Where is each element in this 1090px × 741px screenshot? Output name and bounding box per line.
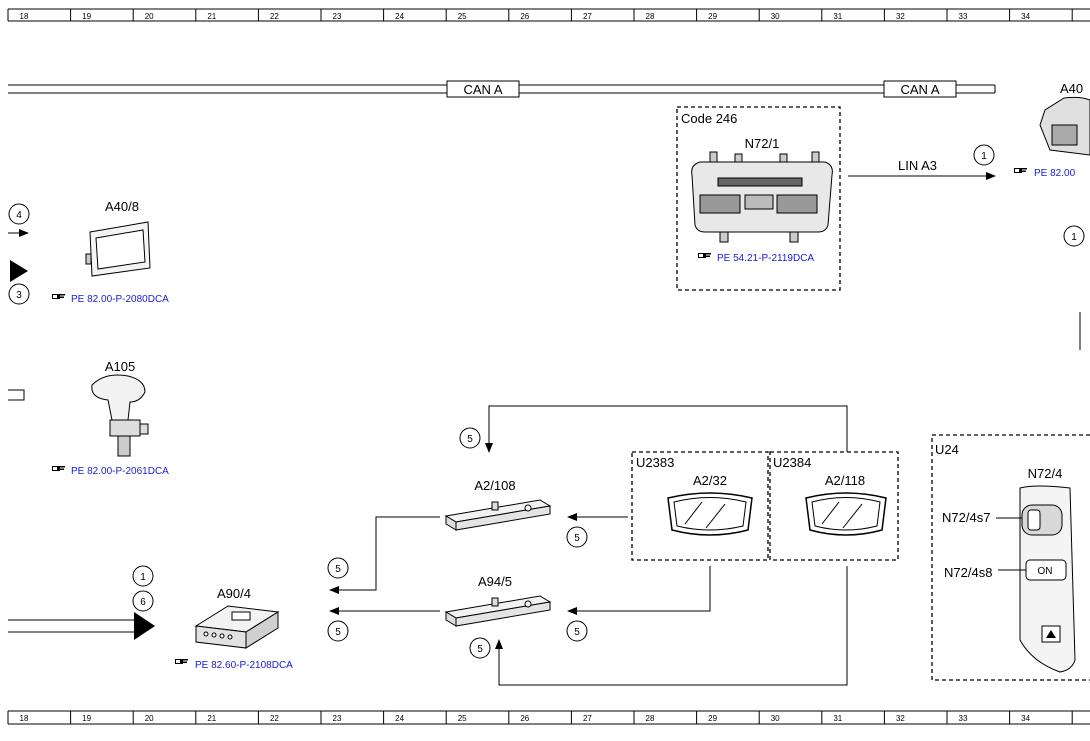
a2-118-windshield-image xyxy=(805,492,887,536)
n72-4s7-label: N72/4s7 xyxy=(942,510,990,525)
a2-118-label: A2/118 xyxy=(825,473,865,488)
top-ruler-column-24: 24 xyxy=(395,12,404,21)
a94-5-label: A94/5 xyxy=(478,574,512,589)
a2-32-label: A2/32 xyxy=(693,473,727,488)
top-ruler-column-30: 30 xyxy=(771,12,780,21)
bottom-ruler-column-23: 23 xyxy=(333,714,342,723)
bottom-ruler-column-32: 32 xyxy=(896,714,905,723)
connector-1-lin: 1 xyxy=(981,151,987,162)
a90-4-module-image xyxy=(194,605,280,649)
n72-1-reference[interactable]: PE 54.21-P-2119DCA xyxy=(717,253,814,264)
can-a-bus: CAN A CAN A xyxy=(8,80,996,98)
bottom-ruler-column-29: 29 xyxy=(708,714,717,723)
n72-4-on-text: ON xyxy=(1038,566,1053,577)
top-ruler-column-21: 21 xyxy=(207,12,216,21)
top-ruler-column-27: 27 xyxy=(583,12,592,21)
n72-4-switch-panel-image: ON xyxy=(1019,485,1076,673)
connector-1-a90: 1 xyxy=(140,572,146,583)
bottom-ruler-column-24: 24 xyxy=(395,714,404,723)
connector-6: 6 xyxy=(140,597,146,608)
bottom-ruler-column-28: 28 xyxy=(646,714,655,723)
top-ruler-column-18: 18 xyxy=(20,12,29,21)
top-ruler-column-26: 26 xyxy=(520,12,529,21)
top-ruler: 18 19 20 21 22 23 24 25 26 27 28 29 30 31 32 33 34 xyxy=(7,8,1090,22)
n72-4s8-label: N72/4s8 xyxy=(944,565,992,580)
top-ruler-column-20: 20 xyxy=(145,12,154,21)
n72-4-label: N72/4 xyxy=(1028,466,1063,481)
top-ruler-column-33: 33 xyxy=(959,12,968,21)
can-a-label-left: CAN A xyxy=(463,82,502,97)
a2-108-label: A2/108 xyxy=(474,478,515,493)
bottom-ruler-column-20: 20 xyxy=(145,714,154,723)
connector-5-lower-left: 5 xyxy=(335,627,341,638)
a2-108-module-image xyxy=(444,499,552,531)
a40-label: A40 xyxy=(1060,81,1083,96)
bottom-ruler-column-27: 27 xyxy=(583,714,592,723)
a40-partial: A40 PE 82.00 1 xyxy=(1014,81,1090,247)
connector-5-top: 5 xyxy=(467,434,473,445)
bottom-ruler-column-21: 21 xyxy=(207,714,216,723)
left-bus-arrow: 1 6 xyxy=(8,565,155,640)
a40-8-component: A40/8 PE 82.00-P-2080DCA xyxy=(52,199,169,305)
can-a-label-right: CAN A xyxy=(900,82,939,97)
antenna-connections: 5 5 5 5 5 5 xyxy=(327,405,848,686)
top-ruler-column-23: 23 xyxy=(333,12,342,21)
connector-3: 3 xyxy=(16,290,22,301)
top-ruler-column-28: 28 xyxy=(646,12,655,21)
bottom-ruler-column-34: 34 xyxy=(1021,714,1030,723)
bottom-ruler-column-22: 22 xyxy=(270,714,279,723)
group-u24: U24 N72/4 ON N72/4s7 N72/4s8 xyxy=(931,312,1090,681)
group-u24-label: U24 xyxy=(935,442,959,457)
bottom-ruler-column-31: 31 xyxy=(833,714,842,723)
a90-4-component: A90/4 PE 82.60-P-2108DCA xyxy=(175,586,293,671)
a40-reference[interactable]: PE 82.00 xyxy=(1034,168,1076,179)
group-u2383-label: U2383 xyxy=(636,455,674,470)
bottom-ruler-column-30: 30 xyxy=(771,714,780,723)
a90-4-label: A90/4 xyxy=(217,586,251,601)
top-ruler-column-22: 22 xyxy=(270,12,279,21)
bottom-ruler-column-26: 26 xyxy=(520,714,529,723)
top-ruler-column-32: 32 xyxy=(896,12,905,21)
connector-5-a94-5: 5 xyxy=(574,627,580,638)
a40-8-display-image xyxy=(85,221,151,277)
group-u2384: U2384 A2/118 xyxy=(769,451,899,561)
a105-lever-image xyxy=(91,374,149,457)
top-ruler-column-34: 34 xyxy=(1021,12,1030,21)
connector-1-a40: 1 xyxy=(1071,232,1077,243)
group-code-246: Code 246 N72/1 PE 54.21-P-2119DCA xyxy=(676,106,841,291)
left-edge-connectors: 4 3 xyxy=(8,203,30,401)
a94-5-module-image xyxy=(444,595,552,627)
a40-8-label: A40/8 xyxy=(105,199,139,214)
bottom-ruler-column-33: 33 xyxy=(959,714,968,723)
top-ruler-column-19: 19 xyxy=(82,12,91,21)
a105-reference[interactable]: PE 82.00-P-2061DCA xyxy=(71,466,169,477)
a90-4-reference[interactable]: PE 82.60-P-2108DCA xyxy=(195,660,293,671)
connector-5-bottom: 5 xyxy=(477,644,483,655)
lin-a3-label: LIN A3 xyxy=(898,158,937,173)
bottom-ruler-column-25: 25 xyxy=(458,714,467,723)
connector-5-a2-108: 5 xyxy=(574,533,580,544)
group-u2384-label: U2384 xyxy=(773,455,811,470)
group-u2383: U2383 A2/32 xyxy=(631,451,769,561)
a94-5-component: A94/5 xyxy=(444,574,552,627)
group-code-246-label: Code 246 xyxy=(681,111,737,126)
a2-32-windshield-image xyxy=(667,492,753,536)
connector-5-upper-left: 5 xyxy=(335,564,341,575)
a40-8-reference[interactable]: PE 82.00-P-2080DCA xyxy=(71,294,169,305)
n72-1-label: N72/1 xyxy=(745,136,780,151)
top-ruler-column-31: 31 xyxy=(833,12,842,21)
n72-1-control-panel-image xyxy=(691,151,833,243)
bottom-ruler: 18 19 20 21 22 23 24 25 26 27 28 29 30 31 32 33 34 xyxy=(7,710,1090,725)
bottom-ruler-column-19: 19 xyxy=(82,714,91,723)
a105-label: A105 xyxy=(105,359,135,374)
a2-108-component: A2/108 xyxy=(444,478,552,531)
top-ruler-column-25: 25 xyxy=(458,12,467,21)
bottom-ruler-column-18: 18 xyxy=(20,714,29,723)
connector-4: 4 xyxy=(16,210,22,221)
a105-component: A105 PE 82.00-P-2061DCA xyxy=(52,359,169,477)
top-ruler-column-29: 29 xyxy=(708,12,717,21)
lin-a3-connection: LIN A3 1 xyxy=(848,144,996,180)
